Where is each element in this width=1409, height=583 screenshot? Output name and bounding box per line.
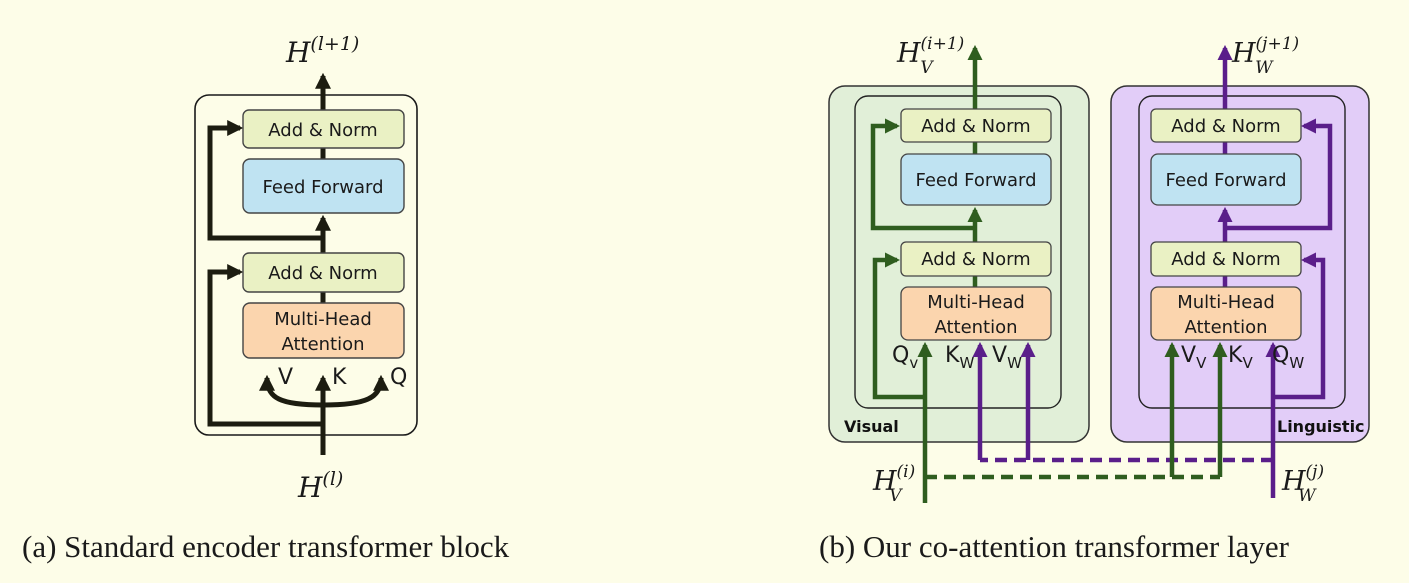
linguistic-q-branch <box>1273 252 1326 400</box>
feed-forward-box <box>242 158 405 214</box>
visual-add-norm-top-label: Add & Norm <box>921 116 1030 137</box>
visual-output-h-label: H(i+1)V <box>896 34 964 78</box>
linguistic-feed-forward-label: Feed Forward <box>1165 170 1286 191</box>
linguistic-input-q-label: QW <box>1272 343 1304 372</box>
linguistic-panel-label: Linguistic <box>1277 417 1365 436</box>
co-attention-diagram: Visual Linguistic Add & Norm Feed Forwar… <box>819 34 1370 564</box>
linguistic-attention-box <box>1150 286 1302 341</box>
visual-residual-upper <box>870 118 975 231</box>
encoder-frame <box>194 94 418 436</box>
add-norm-bottom-label: Add & Norm <box>268 263 377 284</box>
linguistic-input-k-label: KV <box>1228 343 1253 372</box>
add-norm-top-label: Add & Norm <box>268 120 377 141</box>
linguistic-attention-label-line2: Attention <box>1184 317 1267 338</box>
linguistic-add-norm-bottom-box <box>1150 241 1302 277</box>
linguistic-add-norm-top-box <box>1150 108 1302 143</box>
visual-attention-label-line2: Attention <box>934 317 1017 338</box>
visual-input-k-label: KW <box>945 343 974 372</box>
linguistic-input-v-label: VV <box>1181 343 1207 372</box>
visual-q-branch <box>872 252 925 400</box>
input-q-label: Q <box>390 365 407 390</box>
add-norm-top-box <box>242 109 405 149</box>
linguistic-inner-frame <box>1138 95 1346 409</box>
linguistic-feed-forward-box <box>1150 153 1302 206</box>
linguistic-output-h-label: H(j+1)W <box>1231 34 1299 78</box>
caption-a: (a) Standard encoder transformer block <box>22 529 510 564</box>
attention-label-line1: Multi-Head <box>274 309 372 330</box>
linguistic-add-norm-top-label: Add & Norm <box>1171 116 1280 137</box>
input-v-label: V <box>278 365 293 390</box>
visual-attention-label-line1: Multi-Head <box>927 292 1025 313</box>
visual-add-norm-bottom-box <box>900 241 1052 277</box>
linguistic-add-norm-bottom-label: Add & Norm <box>1171 249 1280 270</box>
input-h-label: H(l) <box>297 468 343 504</box>
input-k-label: K <box>332 365 347 390</box>
visual-add-norm-bottom-label: Add & Norm <box>921 249 1030 270</box>
visual-attention-box <box>900 286 1052 341</box>
linguistic-input-h-label: H(j)W <box>1281 462 1324 506</box>
visual-add-norm-top-box <box>900 108 1052 143</box>
add-norm-bottom-box <box>242 252 405 293</box>
residual-upper <box>207 119 323 241</box>
output-h-label: H(l+1) <box>285 33 359 69</box>
visual-panel-label: Visual <box>844 417 899 436</box>
split-q <box>322 374 389 408</box>
attention-box <box>242 302 405 359</box>
split-v <box>259 374 324 408</box>
attention-label-line2: Attention <box>281 334 364 355</box>
feed-forward-label: Feed Forward <box>262 177 383 198</box>
visual-feed-forward-box <box>900 153 1052 206</box>
linguistic-attention-label-line1: Multi-Head <box>1177 292 1275 313</box>
visual-inner-frame <box>854 95 1062 409</box>
visual-feed-forward-label: Feed Forward <box>915 170 1036 191</box>
visual-input-v-label: VW <box>992 343 1022 372</box>
caption-b: (b) Our co-attention transformer layer <box>819 529 1290 564</box>
linguistic-residual-upper <box>1225 118 1333 231</box>
standard-encoder-diagram: Add & Norm Feed Forward Add & Norm Multi… <box>22 33 510 564</box>
residual-lower <box>207 263 323 427</box>
visual-input-h-label: H(i)V <box>872 462 915 506</box>
visual-input-q-label: Qv <box>892 343 918 372</box>
